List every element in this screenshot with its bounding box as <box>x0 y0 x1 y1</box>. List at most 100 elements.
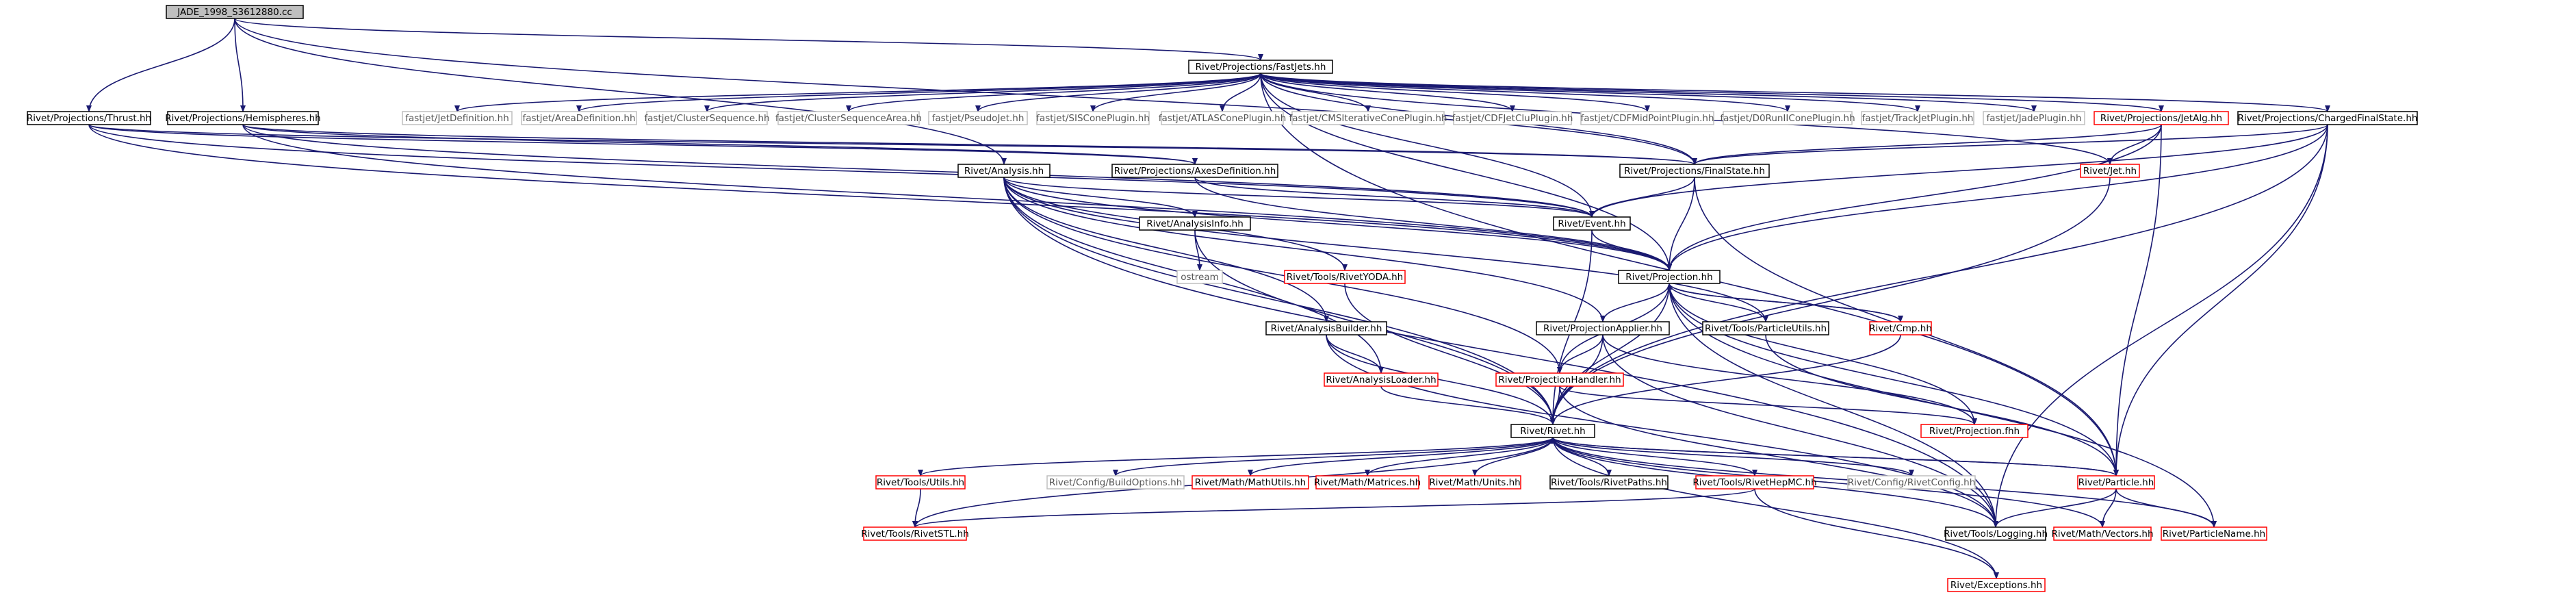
node-vectors[interactable]: Rivet/Math/Vectors.hh <box>2051 526 2154 541</box>
node-label: fastjet/SISConePlugin.hh <box>1036 113 1150 124</box>
node-event[interactable]: Rivet/Event.hh <box>1553 216 1631 231</box>
node-cmp[interactable]: Rivet/Cmp.hh <box>1869 321 1932 335</box>
node-fj_jetdef: fastjet/JetDefinition.hh <box>402 111 513 125</box>
edge-analysis-to-phandler <box>1003 177 1562 374</box>
node-label: Rivet/Tools/RivetHepMC.hh <box>1692 477 1816 488</box>
node-label: fastjet/JetDefinition.hh <box>405 113 509 124</box>
edge-abuilder-to-rivet <box>1326 334 1556 425</box>
edge-hemi-to-event <box>242 124 1595 218</box>
node-projection[interactable]: Rivet/Projection.hh <box>1618 270 1721 284</box>
node-label: Rivet/Math/Vectors.hh <box>2051 529 2153 539</box>
node-label: Rivet/Projections/ChargedFinalState.hh <box>2238 113 2418 124</box>
node-ostream: ostream <box>1176 270 1223 284</box>
edge-root-to-hemi <box>234 18 246 112</box>
edge-phandler-to-pfhh <box>1559 385 1977 425</box>
edge-thrust-to-axes <box>88 124 1198 165</box>
node-box <box>1036 111 1150 125</box>
edge-projection-to-logging <box>1669 283 1998 528</box>
edge-analysis-to-putils <box>1003 177 1768 322</box>
node-thrust[interactable]: Rivet/Projections/Thrust.hh <box>27 111 151 125</box>
node-box <box>646 111 768 125</box>
node-aloader[interactable]: Rivet/AnalysisLoader.hh <box>1324 372 1439 387</box>
node-box <box>1046 475 1185 490</box>
node-units[interactable]: Rivet/Math/Units.hh <box>1428 475 1521 490</box>
node-fj_csa: fastjet/ClusterSequenceArea.hh <box>775 111 922 125</box>
node-box <box>1580 111 1714 125</box>
edge-analysis-to-logging <box>1003 177 1998 528</box>
node-pname[interactable]: Rivet/ParticleName.hh <box>2161 526 2267 541</box>
edge-thrust-to-finalstate <box>88 124 1697 165</box>
edge-hemi-to-finalstate <box>242 124 1697 165</box>
edge-rivet-to-matrices <box>1365 437 1554 476</box>
edge-fastjets-to-fj_d0 <box>1260 73 1790 112</box>
node-label: Rivet/Tools/Logging.hh <box>1944 529 2048 539</box>
node-logging[interactable]: Rivet/Tools/Logging.hh <box>1944 526 2048 541</box>
node-jet[interactable]: Rivet/Jet.hh <box>2080 164 2140 178</box>
node-label: fastjet/ClusterSequence.hh <box>644 113 769 124</box>
node-tutils[interactable]: Rivet/Tools/Utils.hh <box>875 475 966 490</box>
node-box <box>402 111 513 125</box>
node-fj_d0: fastjet/D0RunIIConePlugin.hh <box>1720 111 1855 125</box>
node-exceptions[interactable]: Rivet/Exceptions.hh <box>1947 578 2046 592</box>
node-label: Rivet/ProjectionApplier.hh <box>1543 323 1662 334</box>
node-hemi[interactable]: Rivet/Projections/Hemispheres.hh <box>165 111 321 125</box>
node-label: Rivet/Projections/FinalState.hh <box>1624 166 1765 177</box>
node-fj_jade: fastjet/JadePlugin.hh <box>1983 111 2085 125</box>
node-abuilder[interactable]: Rivet/AnalysisBuilder.hh <box>1265 321 1387 335</box>
node-box <box>777 111 920 125</box>
node-rconfig: Rivet/Config/RivetConfig.hh <box>1847 475 1976 490</box>
node-rivet[interactable]: Rivet/Rivet.hh <box>1510 424 1595 438</box>
edge-fastjets-to-chfs <box>1260 73 2330 112</box>
edge-particle-to-pname <box>2115 488 2217 528</box>
node-phandler[interactable]: Rivet/ProjectionHandler.hh <box>1495 372 1624 387</box>
node-finalstate[interactable]: Rivet/Projections/FinalState.hh <box>1619 164 1770 178</box>
node-pfhh[interactable]: Rivet/Projection.fhh <box>1920 424 2028 438</box>
dependency-edges <box>86 18 2330 579</box>
node-yoda[interactable]: Rivet/Tools/RivetYODA.hh <box>1284 270 1406 284</box>
node-label: Rivet/AnalysisInfo.hh <box>1146 218 1244 229</box>
node-rpaths[interactable]: Rivet/Tools/RivetPaths.hh <box>1549 475 1669 490</box>
edge-phandler-to-logging <box>1559 385 1998 528</box>
node-label: Rivet/Projections/JetAlg.hh <box>2100 113 2222 124</box>
node-putils[interactable]: Rivet/Tools/ParticleUtils.hh <box>1702 321 1829 335</box>
node-box <box>2080 164 2140 178</box>
node-axes[interactable]: Rivet/Projections/AxesDefinition.hh <box>1111 164 1278 178</box>
edge-analysis-to-rivet <box>1003 177 1556 425</box>
node-label: Rivet/Analysis.hh <box>964 166 1044 177</box>
node-label: Rivet/Jet.hh <box>2083 166 2137 177</box>
node-fastjets[interactable]: Rivet/Projections/FastJets.hh <box>1188 60 1333 74</box>
node-papplier[interactable]: Rivet/ProjectionApplier.hh <box>1536 321 1670 335</box>
edge-chfs-to-event <box>1589 124 2328 218</box>
node-jetalg[interactable]: Rivet/Projections/JetAlg.hh <box>2094 111 2229 125</box>
node-label: Rivet/ParticleName.hh <box>2163 529 2265 539</box>
node-matrices[interactable]: Rivet/Math/Matrices.hh <box>1314 475 1421 490</box>
edge-tutils-to-rstl <box>912 488 921 528</box>
node-chfs[interactable]: Rivet/Projections/ChargedFinalState.hh <box>2237 111 2418 125</box>
node-root[interactable]: JADE_1998_S3612880.cc <box>166 5 304 19</box>
node-fj_siscone: fastjet/SISConePlugin.hh <box>1036 111 1150 125</box>
node-label: Rivet/AnalysisLoader.hh <box>1326 374 1436 385</box>
node-mathutils[interactable]: Rivet/Math/MathUtils.hh <box>1192 475 1309 490</box>
node-box <box>1947 578 2046 592</box>
node-hepmc[interactable]: Rivet/Tools/RivetHepMC.hh <box>1692 475 1817 490</box>
edge-putils-to-particle <box>1765 334 2119 476</box>
node-label: fastjet/CDFJetCluPlugin.hh <box>1452 113 1573 124</box>
node-box <box>1428 475 1521 490</box>
node-box <box>2237 111 2418 125</box>
edge-analysis-to-event <box>1003 177 1595 218</box>
node-label: fastjet/CMSIterativeConePlugin.hh <box>1289 113 1447 124</box>
edge-cmp-to-rivet <box>1550 334 1901 425</box>
node-particle[interactable]: Rivet/Particle.hh <box>2077 475 2155 490</box>
node-rstl[interactable]: Rivet/Tools/RivetSTL.hh <box>861 526 969 541</box>
node-ainfo[interactable]: Rivet/AnalysisInfo.hh <box>1139 216 1251 231</box>
edge-fastjets-to-fj_atlas <box>1220 73 1261 112</box>
node-analysis[interactable]: Rivet/Analysis.hh <box>957 164 1051 178</box>
edge-hemi-to-projection <box>242 124 1672 271</box>
edge-fastjets-to-event <box>1260 73 1595 218</box>
edge-root-to-thrust <box>86 18 235 112</box>
edge-chfs-to-logging <box>1993 124 2328 528</box>
node-label: Rivet/Config/RivetConfig.hh <box>1848 477 1976 488</box>
node-fj_atlas: fastjet/ATLASConePlugin.hh <box>1159 111 1286 125</box>
node-box <box>1188 60 1333 74</box>
node-box <box>1265 321 1387 335</box>
